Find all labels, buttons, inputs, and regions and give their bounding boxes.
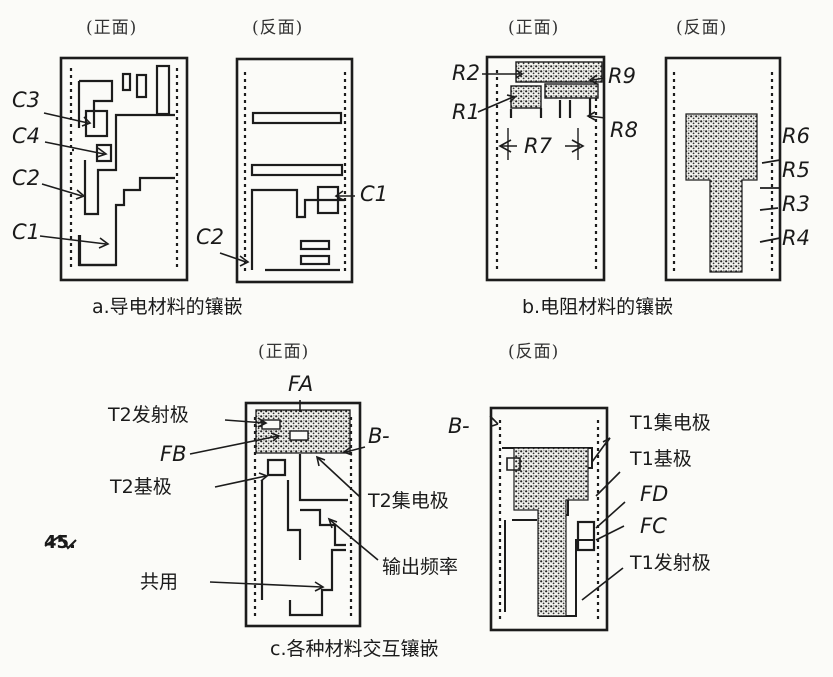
label-fd: FD — [640, 482, 669, 506]
side-mark-stroke — [44, 534, 77, 550]
label-fc: FC — [640, 514, 667, 538]
b-front-title: (正面) — [508, 18, 560, 38]
label-c3: C3 — [12, 88, 41, 112]
label-c2-front: C2 — [12, 166, 41, 190]
c-front-title: (正面) — [258, 342, 310, 362]
label-c4: C4 — [12, 124, 41, 148]
label-t1-collector: T1集电极 — [630, 412, 711, 434]
caption-b: b.电阻材料的镶嵌 — [522, 296, 674, 318]
label-fa: FA — [288, 372, 314, 396]
board-b-front — [485, 55, 606, 282]
label-t2-base: T2基极 — [110, 476, 172, 498]
label-t1-emitter: T1发射极 — [630, 552, 711, 574]
b-back-title: (反面) — [676, 18, 728, 38]
label-fb: FB — [160, 442, 187, 466]
a-back-title: (反面) — [252, 18, 304, 38]
c-back-title: (反面) — [508, 342, 560, 362]
board-c-back — [489, 406, 609, 632]
label-c1-back: C1 — [360, 182, 389, 206]
label-r1: R1 — [452, 100, 480, 124]
label-t1-base: T1基极 — [630, 448, 692, 470]
label-r3: R3 — [782, 192, 810, 216]
label-t2-emitter: T2发射极 — [108, 404, 189, 426]
label-r7: R7 — [524, 134, 552, 158]
label-r8: R8 — [610, 118, 638, 142]
label-output-frequency: 输出频率 — [382, 556, 459, 578]
board-b-back — [664, 56, 782, 282]
caption-a: a.导电材料的镶嵌 — [92, 296, 243, 318]
label-c2-back: C2 — [196, 225, 225, 249]
label-c1-front: C1 — [12, 220, 41, 244]
caption-c: c.各种材料交互镶嵌 — [270, 638, 439, 660]
label-common: 共用 — [140, 571, 179, 593]
board-a-back — [235, 57, 354, 284]
a-front-title: (正面) — [86, 18, 138, 38]
label-r6: R6 — [782, 124, 810, 148]
leader-lines — [39, 69, 626, 601]
label-b-minus-back: B- — [448, 414, 470, 438]
label-b-minus-front: B- — [368, 424, 390, 448]
label-r2: R2 — [452, 61, 480, 85]
label-r5: R5 — [782, 158, 810, 182]
label-r9: R9 — [608, 64, 636, 88]
board-c-front — [244, 401, 362, 628]
label-t2-collector: T2集电极 — [368, 490, 449, 512]
board-a-front — [59, 56, 189, 282]
label-r4: R4 — [782, 226, 810, 250]
side-mark: 45. — [44, 532, 76, 553]
